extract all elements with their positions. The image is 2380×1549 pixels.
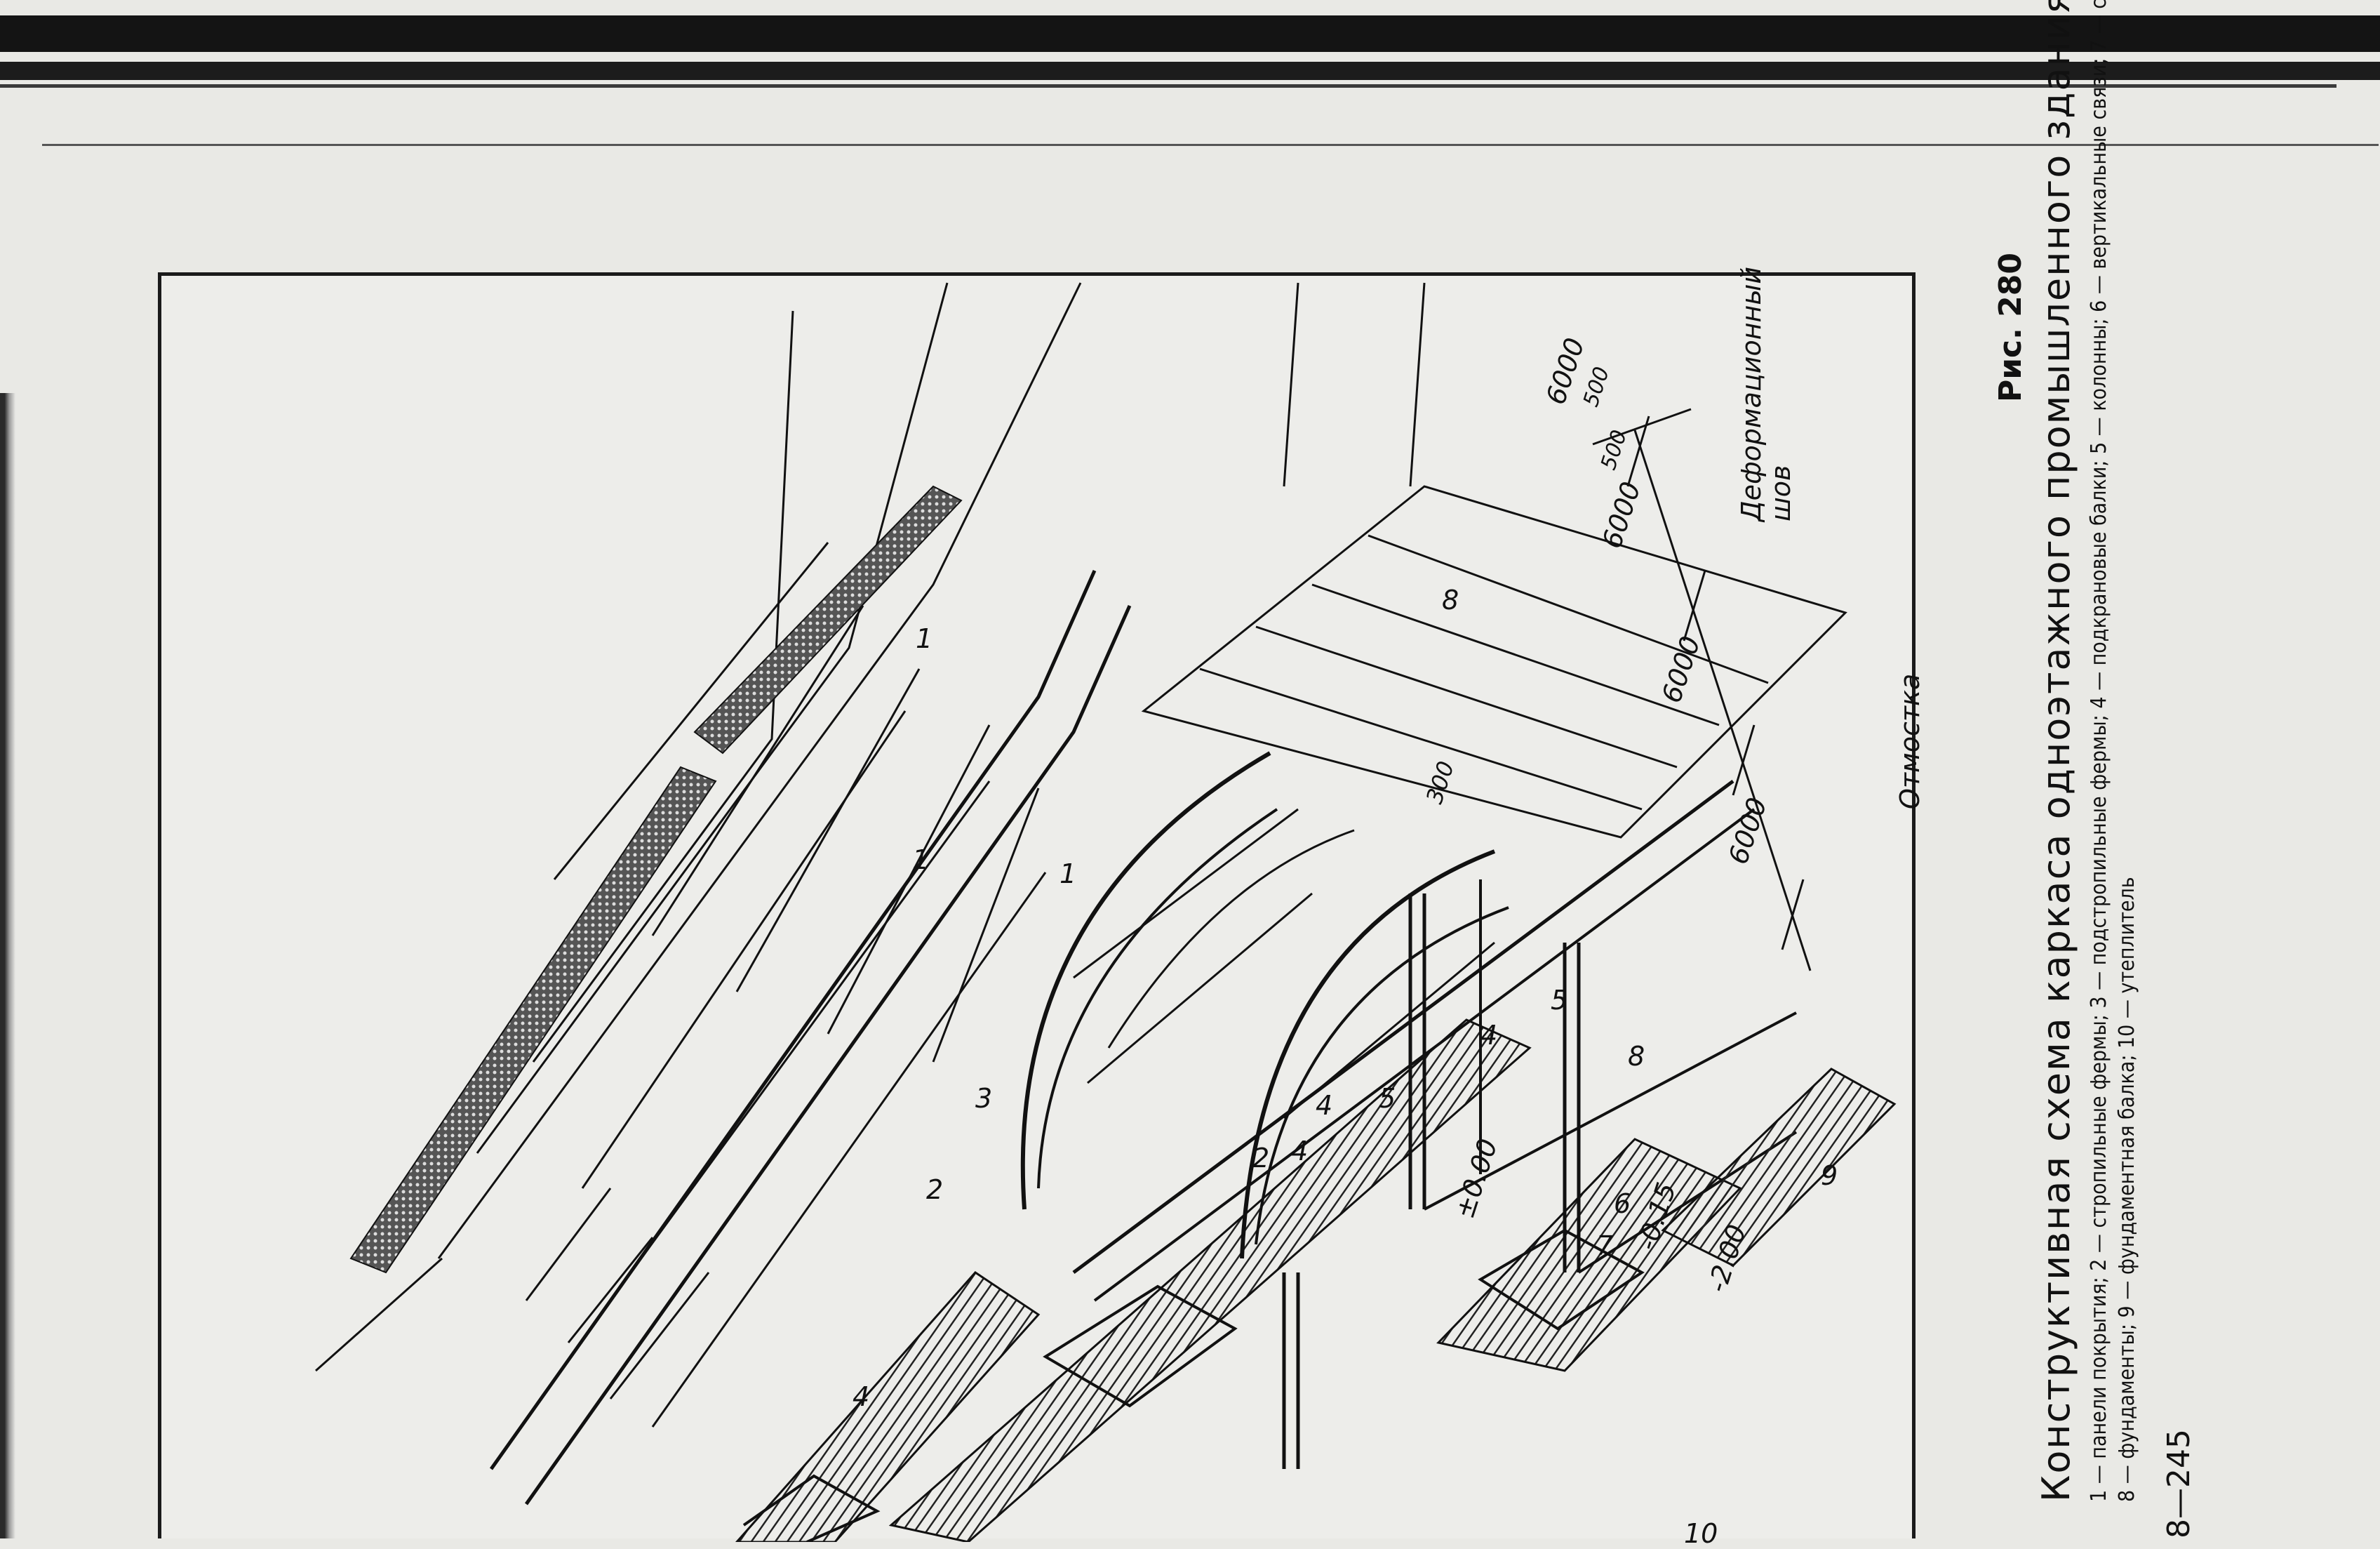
part-label: 6 <box>1614 1188 1631 1219</box>
top-scan-band <box>0 15 2380 52</box>
part-label: 2 <box>926 1174 944 1205</box>
part-label: 3 <box>975 1083 993 1114</box>
part-label: 1 <box>916 623 933 654</box>
blind-area-label: Отмостка <box>1894 673 1925 809</box>
part-label: 4 <box>1480 1020 1498 1051</box>
part-label: 8 <box>1442 585 1459 616</box>
page-gutter-shadow <box>0 393 15 1538</box>
part-label: 1 <box>912 844 930 875</box>
part-label: 1 <box>1059 858 1077 889</box>
top-scan-band <box>0 62 2380 80</box>
figure-legend-line: 1 — панели покрытия; 2 — стропильные фер… <box>2087 0 2111 1502</box>
part-label: 4 <box>1291 1136 1309 1166</box>
part-label: 5 <box>1379 1083 1396 1114</box>
page-number: 8—245 <box>2161 1429 2197 1538</box>
figure-title: Конструктивная схема каркаса одноэтажног… <box>2034 0 2078 1502</box>
part-label: 10 <box>1684 1518 1718 1549</box>
isometric-frame-drawing <box>315 282 1897 1542</box>
part-label: 5 <box>1551 985 1568 1016</box>
figure-legend-line: 8 — фундаменты; 9 — фундаментная балка; … <box>2115 877 2139 1502</box>
part-label: 4 <box>853 1381 870 1412</box>
part-label: 2 <box>1252 1143 1270 1174</box>
part-label: 4 <box>1316 1090 1333 1121</box>
part-label: 9 <box>1821 1160 1838 1191</box>
part-label: 7 <box>1596 1230 1614 1261</box>
figure-number: Рис. 280 <box>1993 253 2028 403</box>
top-scan-band <box>0 84 2336 88</box>
figure-frame: 1 1 1 2 2 3 4 4 4 4 5 5 6 7 8 8 9 10 600… <box>158 267 1925 1549</box>
part-label: 8 <box>1628 1041 1645 1072</box>
figure-caption: Рис. 280 Конструктивная схема каркаса од… <box>1993 0 2141 1502</box>
header-rule <box>42 144 2379 146</box>
